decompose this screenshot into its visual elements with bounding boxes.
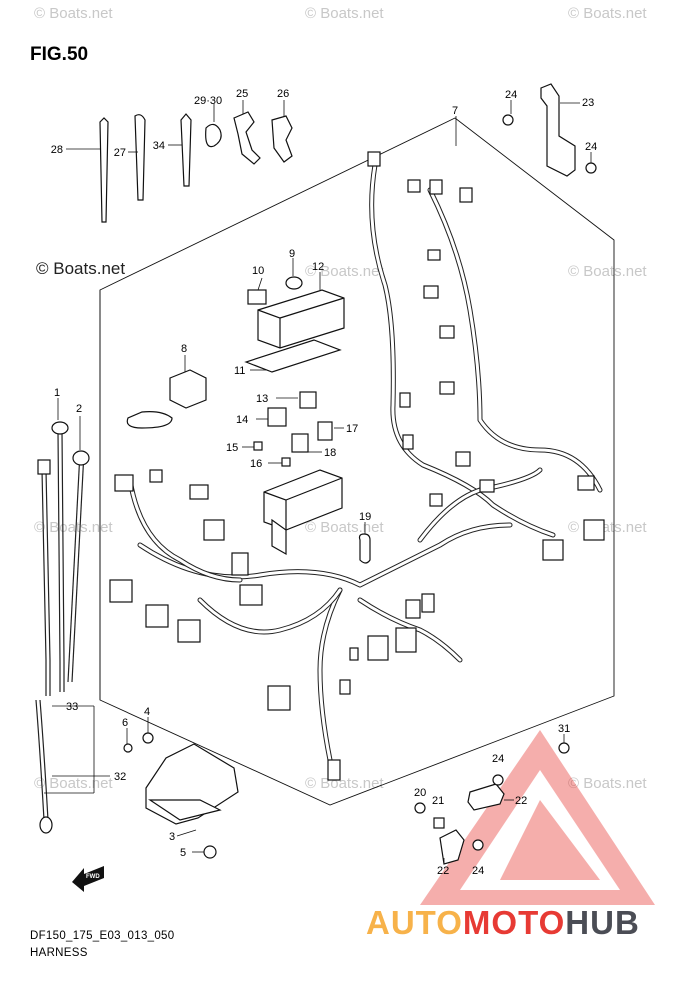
figure-caption: HARNESS bbox=[30, 947, 88, 959]
logo-auto: AUTO bbox=[366, 904, 463, 941]
callout-6: 6 bbox=[122, 717, 128, 729]
watermark: © Boats.net bbox=[34, 5, 113, 22]
relay-8 bbox=[126, 355, 207, 429]
watermark: © Boats.net bbox=[568, 519, 647, 536]
callout-1: 1 bbox=[54, 387, 60, 399]
callout-7: 7 bbox=[452, 105, 458, 117]
wiring-harness-7 bbox=[127, 162, 603, 763]
cable-tie-28 bbox=[66, 117, 109, 223]
clip-29-30 bbox=[205, 104, 222, 148]
callout-31: 31 bbox=[558, 723, 570, 735]
callout-24: 24 bbox=[492, 753, 504, 765]
bolt-31 bbox=[558, 734, 570, 754]
callout-25: 25 bbox=[236, 88, 248, 100]
automotohub-logo-mark bbox=[420, 730, 655, 905]
callout-33: 33 bbox=[66, 701, 78, 713]
callout-4: 4 bbox=[144, 706, 150, 718]
callout-24: 24 bbox=[472, 865, 484, 877]
callout-22: 22 bbox=[515, 795, 527, 807]
callout-2: 2 bbox=[76, 403, 82, 415]
callout-34: 34 bbox=[153, 140, 165, 152]
callout-26: 26 bbox=[277, 88, 289, 100]
cable-tie-27 bbox=[128, 114, 146, 201]
callout-23: 23 bbox=[582, 97, 594, 109]
callout-32: 32 bbox=[114, 771, 126, 783]
bolt-24 bbox=[585, 152, 597, 174]
logo-moto: MOTO bbox=[462, 904, 566, 941]
figure-title: FIG.50 bbox=[30, 44, 89, 65]
callout-11: 11 bbox=[234, 365, 245, 377]
callout-3: 3 bbox=[169, 831, 175, 843]
automotohub-logo: AUTOMOTOHUB bbox=[366, 904, 640, 942]
clamp-25 bbox=[233, 100, 261, 165]
relays bbox=[253, 391, 333, 467]
washer-20 bbox=[414, 802, 426, 814]
callout-18: 18 bbox=[324, 447, 336, 459]
watermark-main: © Boats.net bbox=[36, 259, 125, 278]
watermark: © Boats.net bbox=[305, 519, 384, 536]
callout-9: 9 bbox=[289, 248, 295, 260]
cable-tie-34 bbox=[168, 113, 192, 187]
clamp-26 bbox=[271, 100, 293, 163]
watermark: © Boats.net bbox=[305, 775, 384, 792]
callout-5: 5 bbox=[180, 847, 186, 859]
watermark: © Boats.net bbox=[568, 775, 647, 792]
watermark: © Boats.net bbox=[34, 519, 113, 536]
callout-24: 24 bbox=[585, 141, 597, 153]
watermark: © Boats.net bbox=[305, 263, 384, 280]
connector bbox=[109, 151, 605, 781]
fuse-box bbox=[244, 276, 345, 373]
callout-21: 21 bbox=[432, 795, 444, 807]
watermark: © Boats.net bbox=[568, 263, 647, 280]
callout-22: 22 bbox=[437, 865, 449, 877]
logo-hub: HUB bbox=[565, 904, 640, 941]
figure-code: DF150_175_E03_013_050 bbox=[30, 930, 175, 942]
fwd-label: FWD bbox=[86, 874, 100, 880]
bolt-24 bbox=[472, 774, 504, 851]
watermark: © Boats.net bbox=[34, 775, 113, 792]
watermark: © Boats.net bbox=[568, 5, 647, 22]
callout-28: 28 bbox=[51, 144, 63, 156]
callout-15: 15 bbox=[226, 442, 238, 454]
callout-16: 16 bbox=[250, 458, 262, 470]
fwd-arrow bbox=[72, 866, 104, 892]
callout-8: 8 bbox=[181, 343, 187, 355]
callout-12: 12 bbox=[312, 261, 324, 273]
watermark: © Boats.net bbox=[305, 5, 384, 22]
callout-10: 10 bbox=[252, 265, 264, 277]
battery-cables bbox=[35, 421, 90, 834]
callout-17: 17 bbox=[346, 423, 358, 435]
assembly-outline bbox=[99, 117, 615, 806]
callout-20: 20 bbox=[414, 787, 426, 799]
bracket-23 bbox=[540, 83, 580, 177]
nut-21 bbox=[433, 817, 445, 829]
cap-19 bbox=[358, 522, 371, 564]
callout-24: 24 bbox=[505, 89, 517, 101]
callout-29-30: 29·30 bbox=[194, 95, 222, 107]
callout-13: 13 bbox=[256, 393, 268, 405]
callout-27: 27 bbox=[114, 147, 126, 159]
callout-14: 14 bbox=[236, 414, 248, 426]
junction-box bbox=[263, 469, 343, 556]
bracket-3 bbox=[123, 732, 239, 859]
callout-19: 19 bbox=[359, 511, 371, 523]
bolt-24 bbox=[502, 100, 514, 126]
